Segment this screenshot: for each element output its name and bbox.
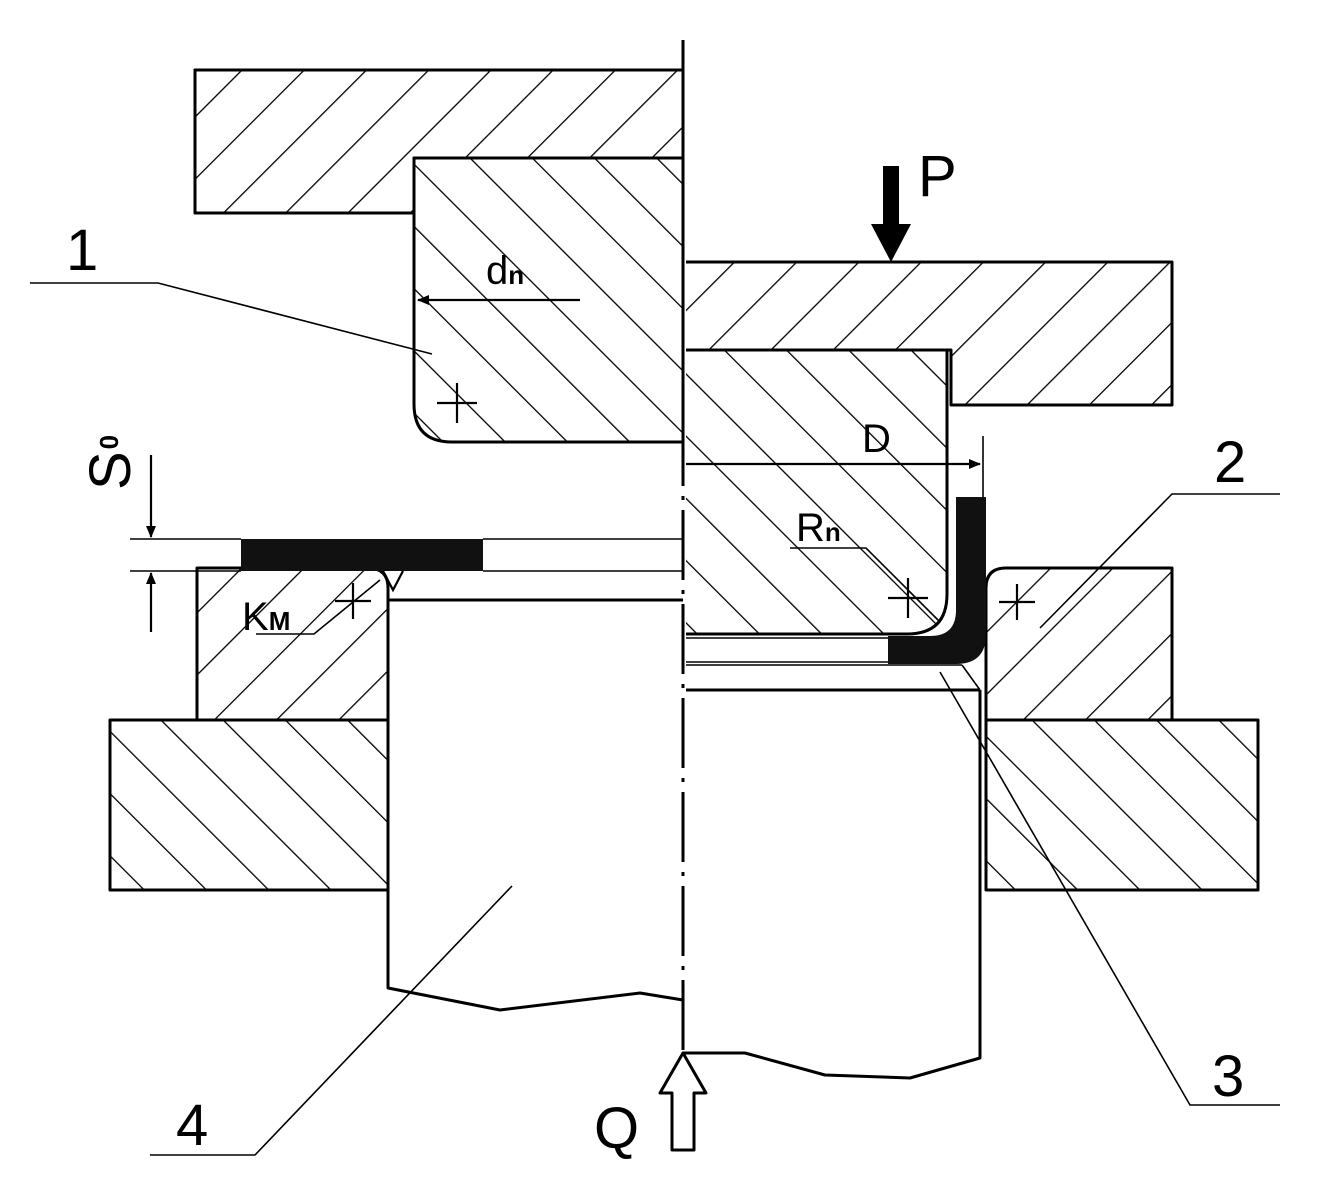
die-ring-right <box>984 566 1174 722</box>
force-arrow-q <box>658 1051 708 1152</box>
upper-plate-right <box>686 260 1174 407</box>
lower-plate-left <box>108 718 390 892</box>
die-ring-left <box>195 566 390 722</box>
label-part-3: 3 <box>1212 1044 1244 1109</box>
svg-text:S0: S0 <box>78 435 143 490</box>
label-dim-R: Rn <box>796 506 841 550</box>
label-dim-K: KM <box>242 595 290 639</box>
blank-flat <box>130 538 683 593</box>
label-dim-S: S0 <box>78 435 143 490</box>
label-dim-D: D <box>862 417 891 461</box>
lower-plate-right <box>984 718 1260 892</box>
label-dim-d: dn <box>486 249 524 293</box>
punch-2 <box>686 348 949 636</box>
force-arrow-p <box>871 166 911 262</box>
upper-holder-left <box>193 68 685 215</box>
label-force-q: Q <box>594 1096 639 1161</box>
label-part-4: 4 <box>176 1093 208 1158</box>
label-part-1: 1 <box>66 218 98 283</box>
ejector-4 <box>386 598 982 1080</box>
label-part-2: 2 <box>1214 430 1246 495</box>
dimension-lines <box>146 295 984 632</box>
blank-drawn-3 <box>686 497 986 664</box>
label-force-p: P <box>918 144 957 209</box>
leader-lines <box>30 282 1280 1156</box>
